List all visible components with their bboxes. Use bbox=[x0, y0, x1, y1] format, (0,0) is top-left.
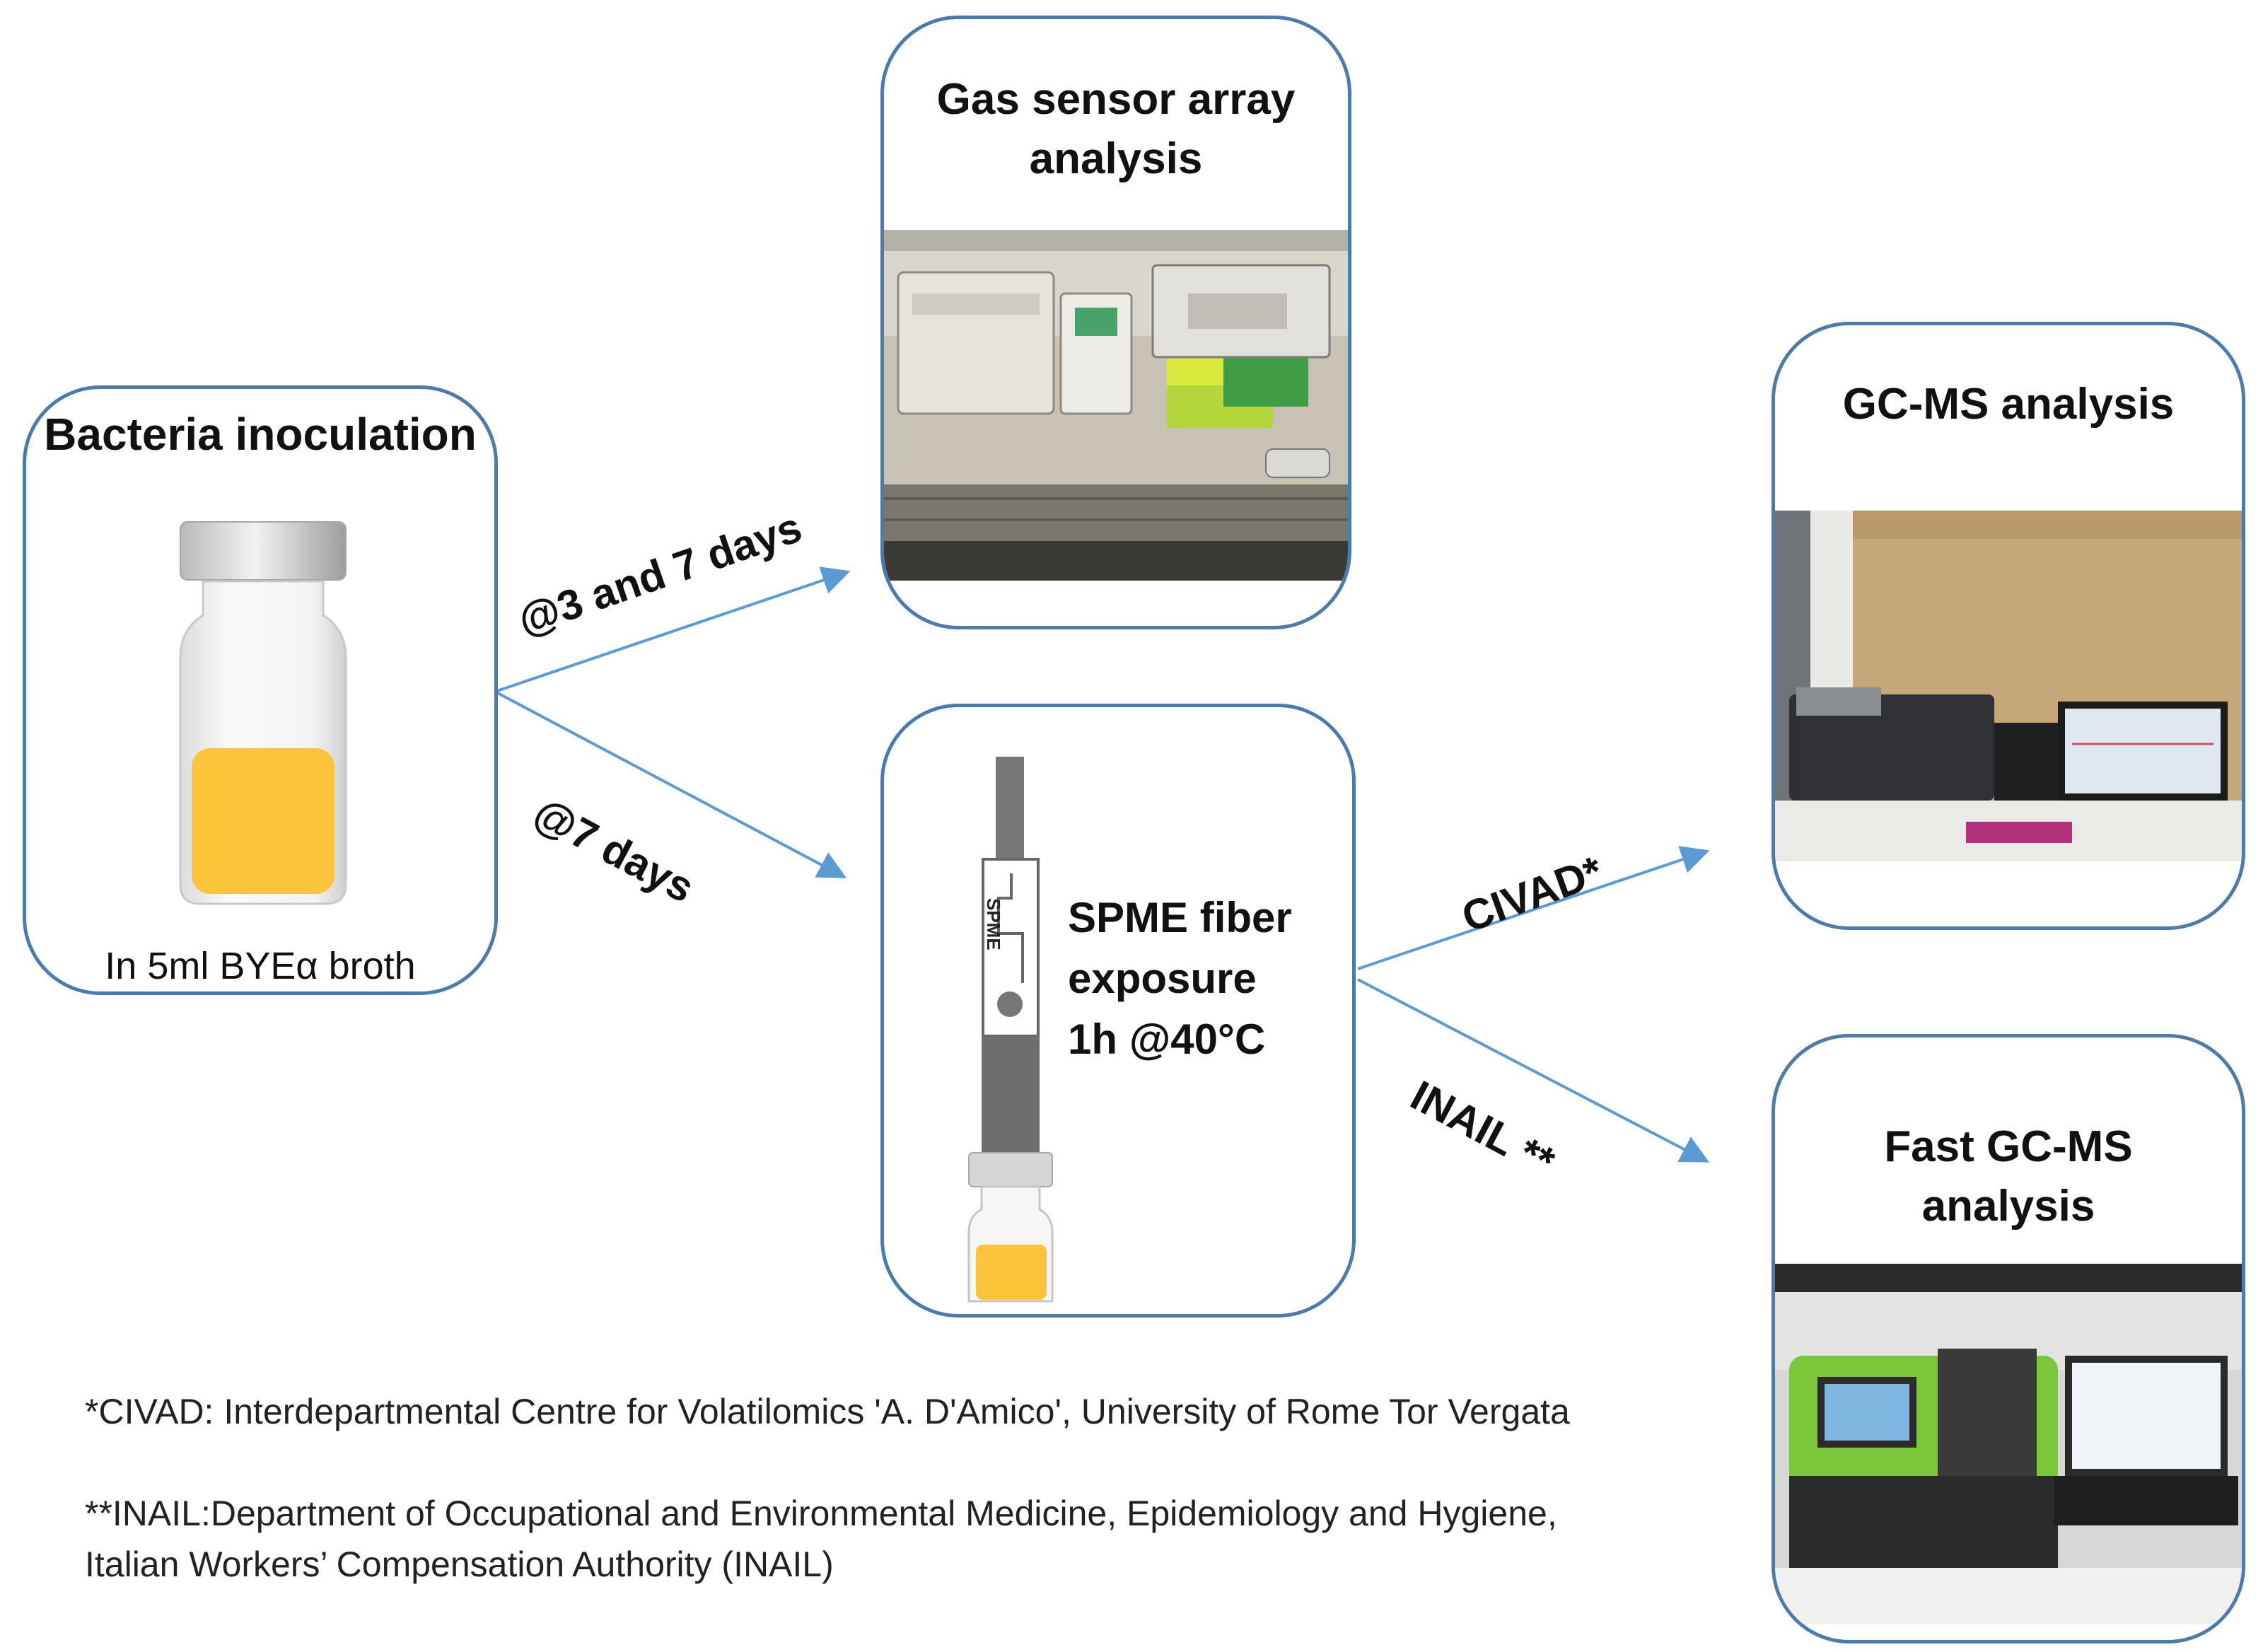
gas-sensor-photo bbox=[884, 230, 1348, 581]
bacteria-inoculation-title: Bacteria inoculation bbox=[44, 409, 477, 460]
fast-gcms-photo bbox=[1775, 1264, 2242, 1624]
spme-line2: exposure bbox=[1068, 955, 1257, 1002]
bacteria-inoculation-box: Bacteria inoculation In 5ml BYEα broth bbox=[23, 385, 498, 995]
spme-line3: 1h @40°C bbox=[1068, 1016, 1266, 1063]
arrow-to-gcms bbox=[1357, 846, 1710, 970]
gcms-title: GC-MS analysis bbox=[1842, 380, 2175, 429]
vial-icon bbox=[179, 521, 347, 905]
arrow-to-spme bbox=[494, 690, 847, 878]
spme-fiber-label: SPME bbox=[983, 898, 1004, 950]
broth-caption: In 5ml BYEα broth bbox=[105, 945, 416, 987]
arrow-to-fast-gcms bbox=[1357, 978, 1710, 1163]
spme-line1: SPME fiber bbox=[1068, 894, 1292, 941]
gas-sensor-box: Gas sensor array analysis bbox=[880, 16, 1351, 629]
fast-gcms-title-line2: analysis bbox=[1921, 1182, 2095, 1231]
fast-gcms-box: Fast GC-MS analysis bbox=[1772, 1034, 2245, 1644]
spme-syringe-icon bbox=[967, 757, 1054, 1303]
footnote-civad: *CIVAD: Interdepartmental Centre for Vol… bbox=[85, 1392, 1570, 1431]
gcms-box: GC-MS analysis bbox=[1772, 322, 2245, 930]
fast-gcms-title-line1: Fast GC-MS bbox=[1884, 1122, 2133, 1171]
arrow-to-gas-sensor bbox=[494, 566, 851, 693]
gas-sensor-title-line1: Gas sensor array bbox=[936, 75, 1296, 124]
gas-sensor-title-line2: analysis bbox=[1029, 134, 1203, 183]
gcms-photo bbox=[1775, 511, 2242, 861]
footnote-inail: **INAIL:Department of Occupational and E… bbox=[85, 1494, 1557, 1584]
spme-box: SPME SPME fiber exposure 1h @40°C bbox=[880, 704, 1356, 1317]
